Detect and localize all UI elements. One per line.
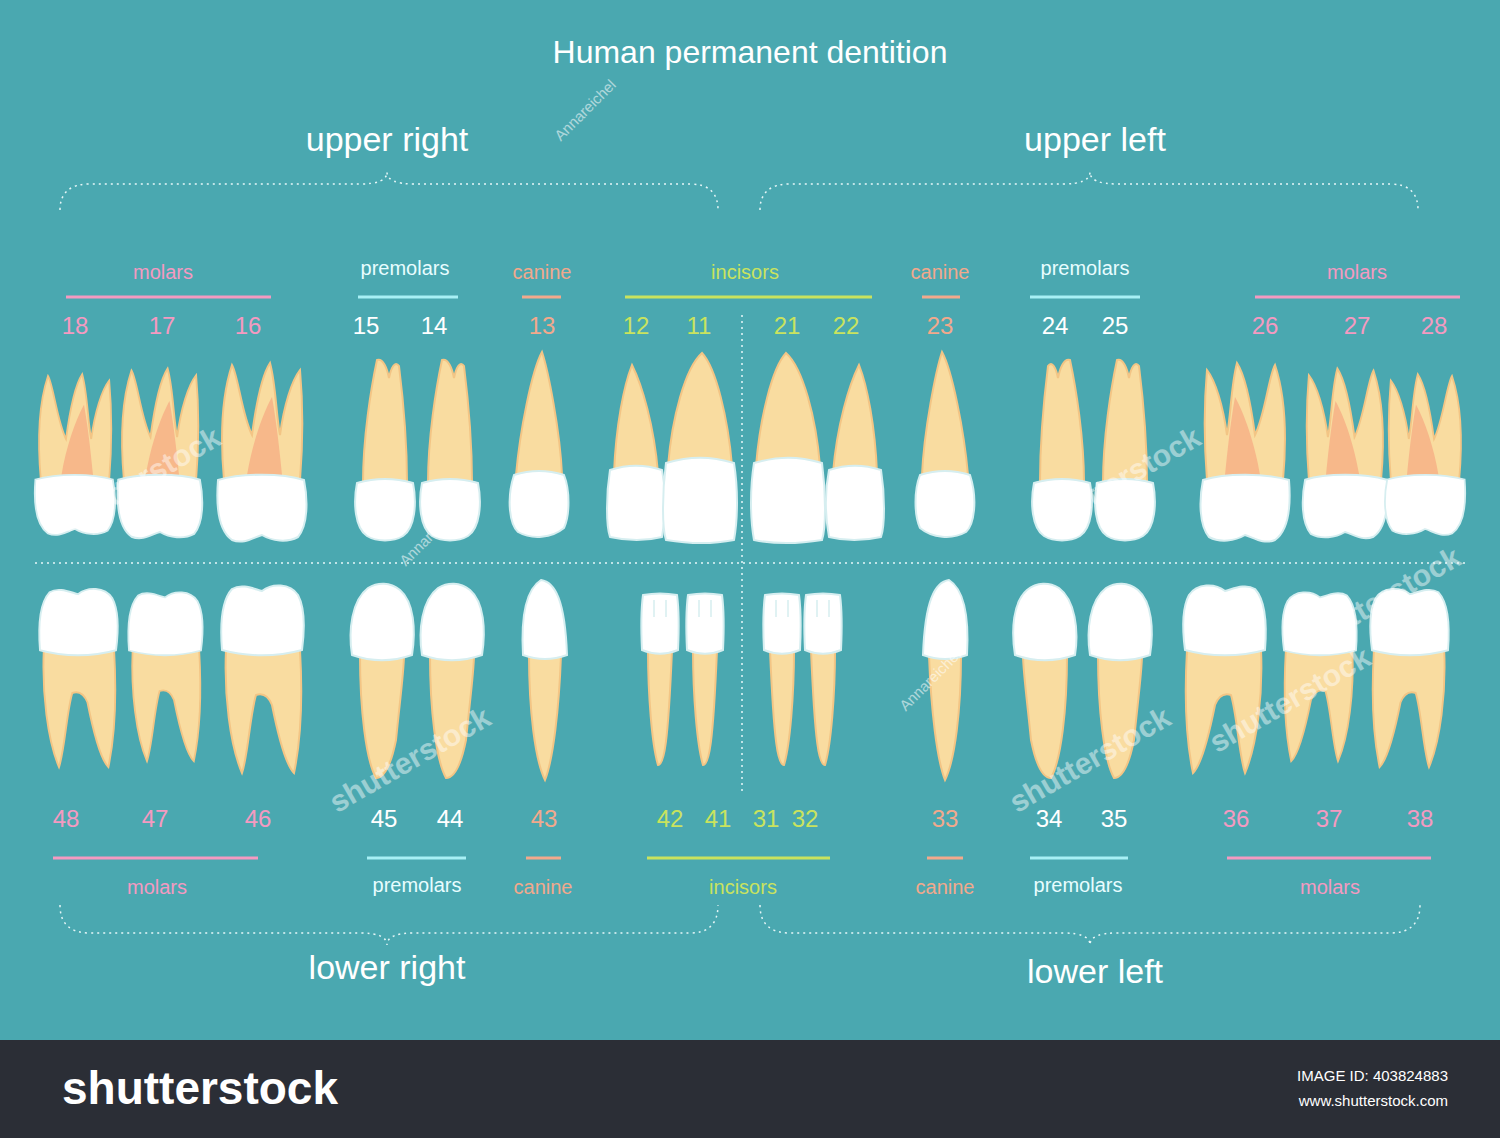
tooth	[39, 589, 117, 767]
tooth	[523, 580, 567, 780]
tooth	[763, 594, 800, 766]
tooth-number: 21	[774, 312, 801, 340]
category-label: premolars	[1034, 874, 1123, 897]
tooth-number: 14	[421, 312, 448, 340]
category-label: molars	[127, 876, 187, 899]
tooth-number: 32	[792, 805, 819, 833]
quadrant-divider	[35, 315, 1465, 795]
bracket	[60, 172, 1420, 945]
tooth	[1013, 584, 1076, 778]
tooth-number: 45	[371, 805, 398, 833]
category-label: canine	[513, 261, 572, 284]
tooth-number: 17	[149, 312, 176, 340]
tooth-number: 46	[245, 805, 272, 833]
tooth-number: 28	[1421, 312, 1448, 340]
tooth-number: 26	[1252, 312, 1279, 340]
tooth-number: 27	[1344, 312, 1371, 340]
category-label: premolars	[373, 874, 462, 897]
tooth	[1385, 374, 1465, 535]
tooth-number: 15	[353, 312, 380, 340]
tooth-number: 34	[1036, 805, 1063, 833]
tooth	[128, 592, 202, 761]
tooth	[607, 365, 665, 540]
category-underline	[53, 297, 1460, 858]
tooth	[1303, 369, 1388, 539]
tooth-number: 41	[705, 805, 732, 833]
category-label: incisors	[709, 876, 777, 899]
tooth	[686, 594, 723, 766]
tooth-number: 31	[753, 805, 780, 833]
tooth-number: 36	[1223, 805, 1250, 833]
watermark: Annareichel	[551, 76, 619, 144]
watermark: shutterstock	[323, 700, 496, 820]
tooth-number: 48	[53, 805, 80, 833]
tooth-number: 18	[62, 312, 89, 340]
group-label: upper right	[306, 120, 469, 159]
tooth	[1201, 363, 1290, 542]
tooth	[826, 365, 884, 540]
tooth-number: 16	[235, 312, 262, 340]
category-label: canine	[514, 876, 573, 899]
tooth	[751, 353, 825, 543]
tooth-number: 23	[927, 312, 954, 340]
tooth	[221, 585, 303, 773]
category-label: molars	[1327, 261, 1387, 284]
tooth	[355, 360, 415, 541]
tooth-number: 33	[932, 805, 959, 833]
category-label: canine	[911, 261, 970, 284]
category-label: molars	[133, 261, 193, 284]
tooth	[804, 594, 841, 766]
tooth-number: 44	[437, 805, 464, 833]
category-label: premolars	[1041, 257, 1130, 280]
tooth-number: 25	[1102, 312, 1129, 340]
category-label: canine	[916, 876, 975, 899]
tooth	[663, 353, 737, 543]
image-id: IMAGE ID: 403824883	[1297, 1067, 1448, 1084]
chart-title: Human permanent dentition	[553, 34, 948, 71]
tooth	[510, 352, 569, 537]
tooth-number: 38	[1407, 805, 1434, 833]
footer-logo: shutterstock	[62, 1062, 338, 1115]
tooth-number: 35	[1101, 805, 1128, 833]
group-label: lower right	[309, 948, 466, 987]
tooth-number: 11	[687, 312, 712, 340]
tooth-number: 37	[1316, 805, 1343, 833]
tooth-number: 24	[1042, 312, 1069, 340]
category-label: premolars	[361, 257, 450, 280]
tooth-number: 22	[833, 312, 860, 340]
group-label: upper left	[1024, 120, 1166, 159]
group-label: lower left	[1027, 952, 1163, 991]
lower-teeth	[39, 580, 1448, 780]
tooth-number: 42	[657, 805, 684, 833]
tooth-number: 12	[623, 312, 650, 340]
category-label: molars	[1300, 876, 1360, 899]
tooth	[217, 363, 306, 542]
tooth-number: 47	[142, 805, 169, 833]
category-label: incisors	[711, 261, 779, 284]
tooth	[916, 352, 975, 537]
tooth-number: 13	[529, 312, 556, 340]
tooth	[641, 594, 678, 766]
upper-teeth	[35, 352, 1465, 543]
tooth-number: 43	[531, 805, 558, 833]
footer-url: www.shutterstock.com	[1299, 1092, 1448, 1109]
